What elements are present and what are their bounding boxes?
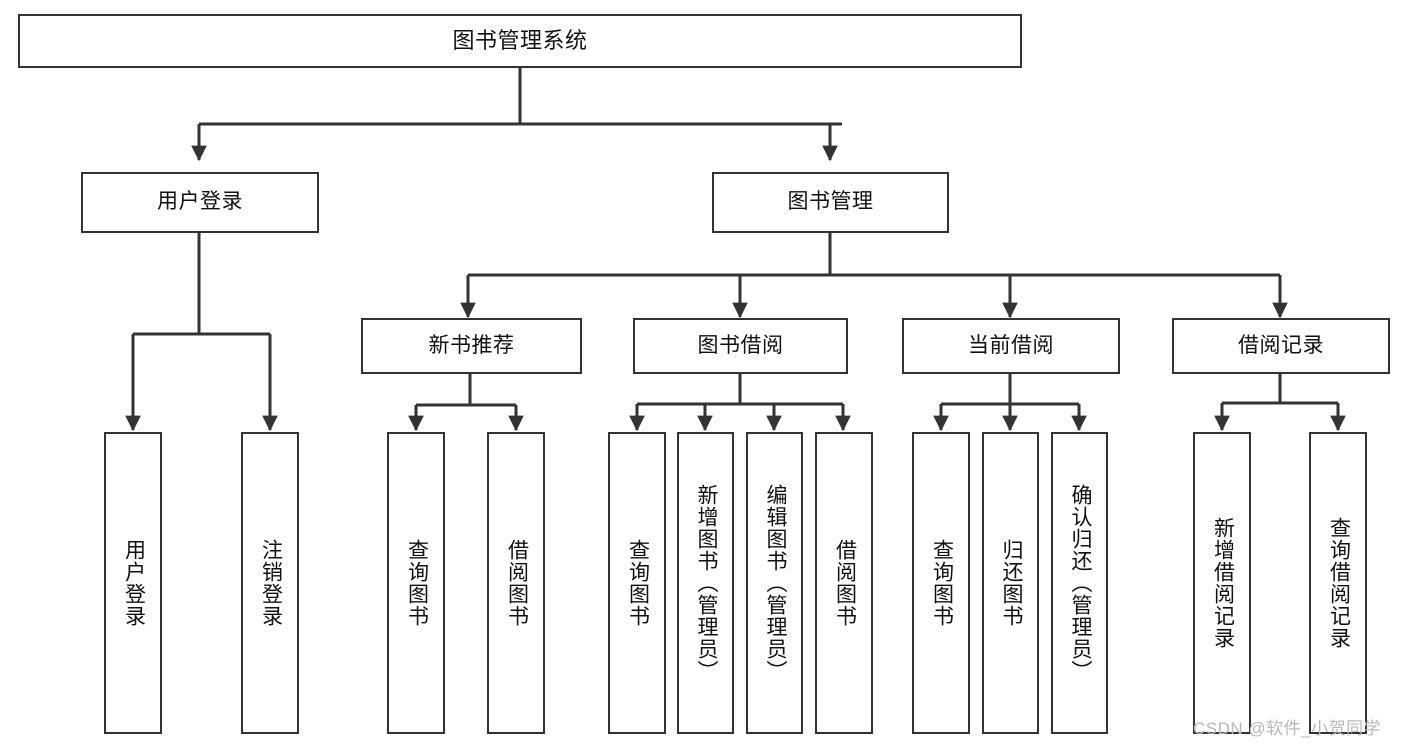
leaf-current-confirm-return[interactable]: 确认归还（管理员） [1051,432,1108,734]
leaf-newbook-query-book[interactable]: 查询图书 [387,432,445,734]
node-root-system[interactable]: 图书管理系统 [18,14,1022,68]
leaf-current-return-book[interactable]: 归还图书 [982,432,1039,734]
leaf-borrow-add-book[interactable]: 新增图书（管理员） [677,432,734,734]
node-current-borrow[interactable]: 当前借阅 [902,318,1120,374]
node-label: 借阅图书 [505,539,529,627]
leaf-borrow-edit-book[interactable]: 编辑图书（管理员） [746,432,803,734]
node-label: 新增图书（管理员） [694,484,718,682]
node-label: 编辑图书（管理员） [763,484,787,682]
node-label: 查询图书 [930,539,954,627]
node-new-book-recommend[interactable]: 新书推荐 [361,318,582,374]
node-borrow-record[interactable]: 借阅记录 [1172,318,1390,374]
node-label: 查询借阅记录 [1327,517,1351,649]
node-label: 借阅图书 [833,539,857,627]
node-label: 图书管理 [787,190,874,214]
leaf-user-logout[interactable]: 注销登录 [241,432,299,734]
node-label: 新书推荐 [428,333,515,357]
leaf-borrow-query-book[interactable]: 查询图书 [608,432,666,734]
node-label: 查询图书 [405,539,429,627]
node-label: 查询图书 [626,539,650,627]
node-label: 新增借阅记录 [1211,517,1235,649]
node-label: 确认归还（管理员） [1068,484,1092,682]
leaf-borrow-borrow-book[interactable]: 借阅图书 [815,432,873,734]
node-label: 归还图书 [999,539,1023,627]
leaf-record-query-record[interactable]: 查询借阅记录 [1309,432,1367,734]
node-label: 注销登录 [259,539,283,627]
node-book-borrow[interactable]: 图书借阅 [633,318,848,374]
leaf-record-add-record[interactable]: 新增借阅记录 [1193,432,1251,734]
node-label: 用户登录 [157,190,243,214]
node-book-management[interactable]: 图书管理 [712,172,949,233]
node-user-login[interactable]: 用户登录 [81,172,319,233]
node-label: 当前借阅 [968,333,1054,357]
node-label: 借阅记录 [1238,333,1324,357]
leaf-current-query-book[interactable]: 查询图书 [912,432,970,734]
node-label: 图书管理系统 [452,28,588,54]
node-label: 图书借阅 [697,333,784,357]
leaf-newbook-borrow-book[interactable]: 借阅图书 [487,432,545,734]
leaf-user-login[interactable]: 用户登录 [104,432,162,734]
node-label: 用户登录 [122,539,146,627]
